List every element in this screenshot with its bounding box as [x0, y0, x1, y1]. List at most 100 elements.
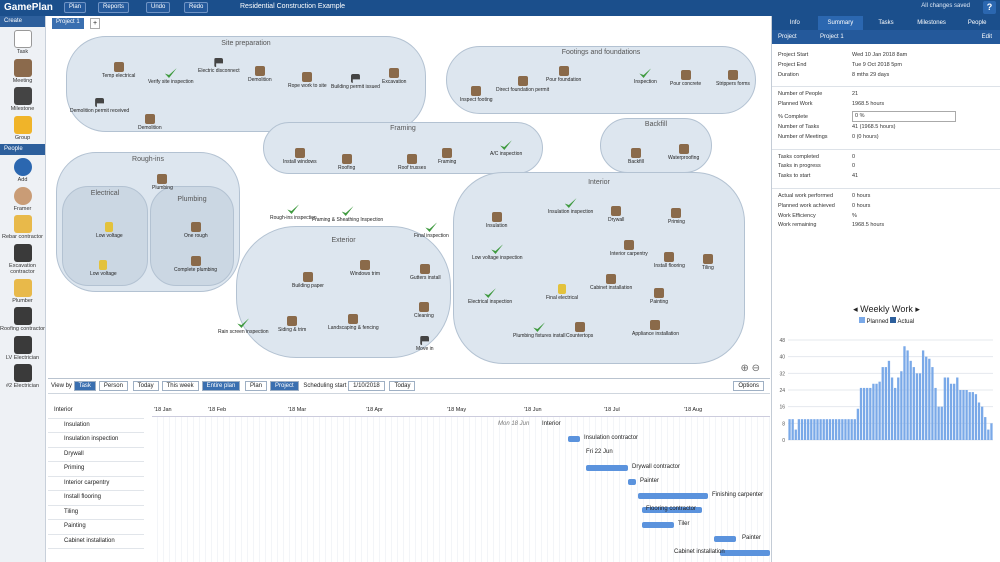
gantt-bar[interactable]	[720, 550, 770, 556]
node-inspect-footing[interactable]: Inspect footing	[460, 86, 493, 103]
node-backfill[interactable]: Backfill	[628, 148, 644, 165]
task-row[interactable]: Priming	[48, 462, 144, 477]
node-electrical-inspection[interactable]: Electrical inspection	[468, 288, 512, 305]
node-cleaning[interactable]: Cleaning	[414, 302, 434, 319]
task-row[interactable]: Tiling	[48, 506, 144, 520]
node-temp-electrical[interactable]: Temp electrical	[102, 62, 135, 79]
group-interior[interactable]: Interior	[453, 172, 745, 364]
node-lv-inspection[interactable]: Low voltage inspection	[472, 244, 523, 261]
gantt-bar[interactable]	[642, 507, 702, 513]
person-roofing[interactable]: Roofing contractor	[0, 307, 45, 333]
task-row[interactable]: Drywall	[48, 448, 144, 462]
node-final-inspection[interactable]: Final inspection	[414, 222, 449, 239]
add-person-button[interactable]: Add	[0, 158, 45, 184]
palette-milestone[interactable]: Milestone	[0, 87, 45, 113]
node-one-rough[interactable]: One rough	[184, 222, 208, 239]
node-move-in[interactable]: Move in	[416, 336, 434, 352]
gantt-bar[interactable]	[586, 465, 628, 471]
node-siding-trim[interactable]: Siding & trim	[278, 316, 306, 333]
add-tab-button[interactable]: +	[90, 18, 100, 29]
gantt-bar[interactable]	[714, 536, 736, 542]
gantt-chart-area[interactable]: Mon 18 Jun Interior Insulation contracto…	[152, 417, 770, 562]
gantt-bar[interactable]	[628, 479, 636, 485]
node-building-permit[interactable]: Building permit issued	[331, 74, 380, 90]
redo-button[interactable]: Redo	[184, 2, 209, 13]
task-row[interactable]: Cabinet installation	[48, 535, 144, 549]
task-row[interactable]: Install flooring	[48, 491, 144, 506]
node-plumbing-fixtures[interactable]: Plumbing fixtures install	[513, 322, 566, 339]
gantt-bar[interactable]	[638, 493, 708, 499]
tab-people[interactable]: People	[967, 20, 987, 26]
palette-meeting[interactable]: Meeting	[0, 58, 45, 85]
this-week-button[interactable]: This week	[161, 381, 199, 391]
person-framer[interactable]: Framer	[0, 186, 45, 213]
node-excavation[interactable]: Excavation	[382, 68, 406, 85]
node-demolition-2[interactable]: Demolition	[138, 114, 162, 131]
node-complete-plumbing[interactable]: Complete plumbing	[174, 256, 217, 273]
tab-info[interactable]: Info	[789, 20, 800, 26]
node-priming[interactable]: Priming	[668, 208, 685, 225]
options-button[interactable]: Options	[733, 381, 764, 391]
node-ac-inspection[interactable]: A/C inspection	[490, 140, 522, 157]
plan-view-button[interactable]: Plan	[245, 381, 268, 391]
gantt-bar[interactable]	[642, 522, 674, 528]
task-row-interior[interactable]: Interior	[48, 404, 144, 419]
view-person-button[interactable]: Person	[98, 381, 128, 391]
task-row[interactable]: Interior carpentry	[48, 477, 144, 491]
goto-today-button[interactable]: Today	[389, 381, 416, 391]
project-view-button[interactable]: Project	[270, 381, 299, 391]
node-framing-inspection[interactable]: Framing & Sheathing Inspection	[312, 206, 383, 223]
node-appliance-install[interactable]: Appliance installation	[632, 320, 679, 337]
node-drywall[interactable]: Drywall	[608, 206, 624, 223]
node-low-voltage[interactable]: Low voltage	[96, 222, 123, 239]
node-install-windows[interactable]: Install windows	[283, 148, 317, 165]
node-demolition[interactable]: Demolition	[248, 66, 272, 83]
view-task-button[interactable]: Task	[73, 381, 96, 391]
tab-milestones[interactable]: Milestones	[917, 20, 946, 26]
reports-menu[interactable]: Reports	[98, 2, 130, 13]
node-interior-carpentry[interactable]: Interior carpentry	[610, 240, 648, 257]
node-pour-foundation[interactable]: Pour foundation	[546, 66, 581, 83]
person-plumber[interactable]: Plumber	[0, 278, 45, 305]
node-painting[interactable]: Painting	[650, 288, 668, 305]
task-row[interactable]: Insulation	[48, 419, 144, 433]
gantt-bar[interactable]	[568, 436, 580, 442]
node-roofing[interactable]: Roofing	[338, 154, 355, 171]
task-row[interactable]: Painting	[48, 520, 144, 535]
node-verify-site[interactable]: Verify site inspection	[148, 68, 194, 85]
plan-menu[interactable]: Plan	[64, 2, 87, 13]
node-framing[interactable]: Framing	[438, 148, 456, 165]
tab-summary[interactable]: Summary	[817, 16, 864, 30]
node-insulation[interactable]: Insulation	[486, 212, 507, 229]
node-rope-work[interactable]: Rope work to site	[288, 72, 327, 89]
person-lv-electrician[interactable]: LV Electrician	[0, 335, 45, 362]
percent-complete-field[interactable]: 0 %	[852, 110, 956, 122]
node-demolition-permit[interactable]: Demolition permit received	[70, 98, 129, 114]
node-foundation-permit[interactable]: Direct foundation permit	[496, 76, 549, 93]
node-windows-trim[interactable]: Windows trim	[350, 260, 380, 277]
node-insulation-inspection[interactable]: Insulation inspection	[548, 198, 593, 215]
node-strip-forms[interactable]: Strippers forms	[716, 70, 750, 87]
undo-button[interactable]: Undo	[146, 2, 171, 13]
node-countertops[interactable]: Countertops	[566, 322, 593, 339]
node-gutters[interactable]: Gutters install	[410, 264, 441, 281]
prev-week-icon[interactable]: ◂	[853, 304, 861, 314]
palette-task[interactable]: Task	[0, 30, 45, 56]
node-electric-disconnect[interactable]: Electric disconnect	[198, 58, 240, 74]
node-landscaping[interactable]: Landscaping & fencing	[328, 314, 379, 331]
palette-group[interactable]: Group	[0, 115, 45, 142]
entire-plan-button[interactable]: Entire plan	[201, 381, 241, 391]
node-pour-concrete[interactable]: Pour concrete	[670, 70, 701, 87]
task-row[interactable]: Insulation inspection	[48, 433, 144, 448]
scheduling-date[interactable]: 1/10/2018	[348, 381, 385, 391]
node-rough-ins-inspection[interactable]: Rough-ins inspection	[270, 204, 317, 221]
person-excavation[interactable]: Excavation contractor	[0, 243, 45, 276]
person-rebar[interactable]: Rebar contractor	[0, 215, 45, 241]
node-tiling[interactable]: Tiling	[702, 254, 714, 271]
help-button[interactable]: ?	[983, 1, 996, 14]
person-electrician-2[interactable]: #2 Electrician	[0, 364, 45, 390]
node-building-paper[interactable]: Building paper	[292, 272, 324, 289]
tab-project-1[interactable]: Project 1	[52, 18, 84, 29]
node-low-voltage-2[interactable]: Low voltage	[90, 260, 117, 277]
node-plumbing[interactable]: Plumbing	[152, 174, 173, 191]
